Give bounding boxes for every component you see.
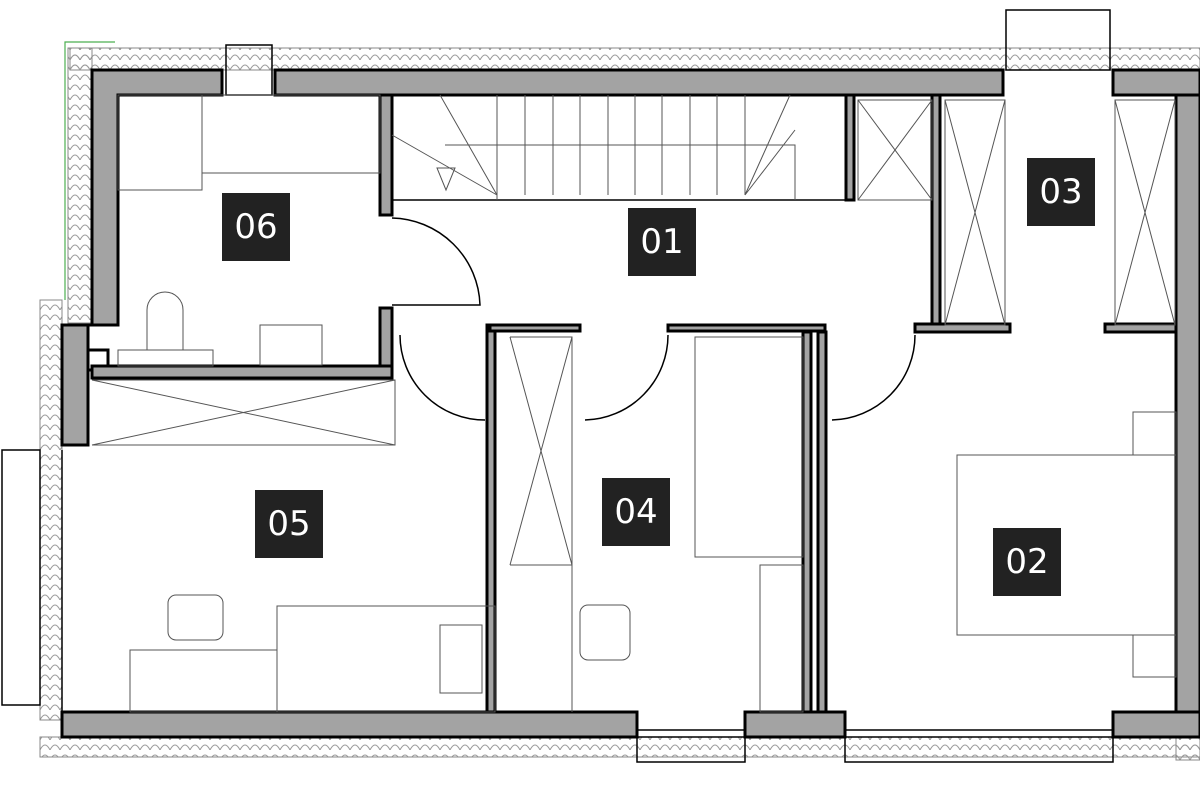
room-number: 04 xyxy=(614,492,657,532)
room-label-06: 06 xyxy=(222,193,290,261)
room-label-04: 04 xyxy=(602,478,670,546)
property-line xyxy=(64,41,115,300)
chair xyxy=(579,604,631,661)
windows xyxy=(1,9,1114,763)
room-label-02: 02 xyxy=(993,528,1061,596)
room-label-01: 01 xyxy=(628,208,696,276)
exterior-walls xyxy=(60,68,1200,739)
desk xyxy=(129,649,278,713)
insulation xyxy=(39,47,1200,761)
bed xyxy=(956,454,1177,636)
bed xyxy=(694,336,804,558)
furniture xyxy=(91,94,1177,713)
toilet xyxy=(146,291,184,350)
room-number: 03 xyxy=(1039,172,1082,212)
doors xyxy=(391,217,916,421)
room-number: 05 xyxy=(267,504,310,544)
staircase xyxy=(391,94,847,201)
sink xyxy=(259,324,323,366)
room-number: 02 xyxy=(1005,542,1048,582)
room-number: 06 xyxy=(234,207,277,247)
room-label-03: 03 xyxy=(1027,158,1095,226)
chair xyxy=(167,594,224,641)
room-number: 01 xyxy=(640,222,683,262)
room-label-05: 05 xyxy=(255,490,323,558)
